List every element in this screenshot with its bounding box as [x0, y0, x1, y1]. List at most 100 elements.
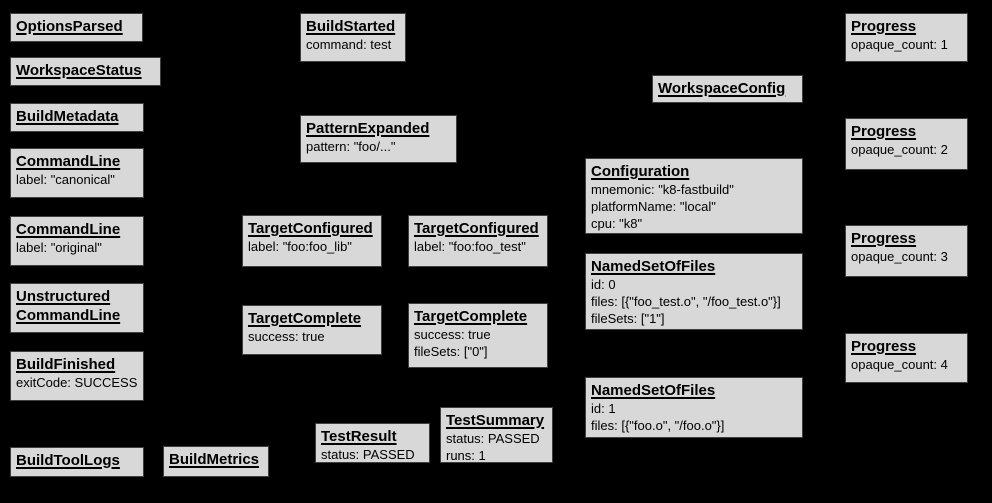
node-attribute: status: PASSED: [446, 431, 540, 446]
node-title: TargetConfigured: [414, 219, 542, 238]
node-title: TestSummary: [446, 411, 547, 430]
node-title-text: WorkspaceStatus: [16, 62, 142, 79]
node-attribute: fileSets: ["1"]: [591, 311, 665, 326]
node-attribute: success: true: [414, 327, 491, 342]
node-title-text: BuildFinished: [16, 356, 116, 373]
node-title-text: TestResult: [321, 428, 397, 445]
node-title-text: Unstructured: [16, 288, 111, 305]
node-title-text: Progress: [851, 18, 917, 35]
node-target-complete-foo-lib: TargetComplete success: true: [242, 305, 382, 355]
node-attribute: label: "foo:foo_test": [414, 239, 526, 254]
node-title-text: Progress: [851, 338, 917, 355]
node-options-parsed: OptionsParsed: [10, 13, 143, 42]
node-title-text: WorkspaceConfig: [658, 80, 786, 97]
node-title: BuildFinished: [16, 355, 138, 374]
node-attribute: mnemonic: "k8-fastbuild": [591, 182, 734, 197]
node-target-configured-foo-test: TargetConfigured label: "foo:foo_test": [408, 215, 548, 267]
node-attribute: label: "original": [16, 240, 102, 255]
node-title-text: Progress: [851, 123, 917, 140]
node-named-set-of-files-1: NamedSetOfFiles id: 1 files: [{"foo.o", …: [585, 377, 803, 438]
node-workspace-config: WorkspaceConfig: [652, 75, 803, 103]
node-title: Progress: [851, 337, 962, 356]
node-progress-3: Progress opaque_count: 3: [845, 225, 968, 277]
node-attribute: command: test: [306, 37, 392, 52]
node-title: Progress: [851, 229, 962, 248]
node-attribute: opaque_count: 3: [851, 249, 948, 264]
node-configuration: Configuration mnemonic: "k8-fastbuild" p…: [585, 158, 803, 234]
node-title: TargetComplete: [248, 309, 376, 328]
node-title-text: OptionsParsed: [16, 18, 123, 35]
node-title: WorkspaceStatus: [16, 61, 155, 80]
node-pattern-expanded: PatternExpanded pattern: "foo/...": [300, 115, 457, 163]
node-progress-1: Progress opaque_count: 1: [845, 13, 968, 62]
node-unstructured-command-line: Unstructured CommandLine: [10, 283, 144, 333]
node-test-summary: TestSummary status: PASSED runs: 1: [440, 407, 553, 463]
node-title: Unstructured CommandLine: [16, 287, 138, 325]
node-title-text: TargetComplete: [414, 308, 528, 325]
node-workspace-status: WorkspaceStatus: [10, 57, 161, 86]
node-title-text: CommandLine: [16, 307, 121, 324]
node-attribute: opaque_count: 1: [851, 37, 948, 52]
node-title-text: TargetConfigured: [414, 220, 539, 237]
node-title: Progress: [851, 122, 962, 141]
node-title: BuildStarted: [306, 17, 400, 36]
node-title: CommandLine: [16, 152, 138, 171]
node-attribute: files: [{"foo.o", "/foo.o"}]: [591, 418, 725, 433]
node-title: BuildMetrics: [169, 450, 263, 469]
node-title: CommandLine: [16, 220, 138, 239]
node-title-text: BuildToolLogs: [16, 452, 120, 469]
node-attribute: runs: 1: [446, 448, 486, 463]
node-title: BuildToolLogs: [16, 451, 138, 470]
node-title-text: TargetComplete: [248, 310, 362, 327]
node-attribute: id: 1: [591, 401, 616, 416]
node-attribute: platformName: "local": [591, 199, 716, 214]
node-title: NamedSetOfFiles: [591, 257, 797, 276]
node-title-text: TestSummary: [446, 412, 545, 429]
node-target-configured-foo-lib: TargetConfigured label: "foo:foo_lib": [242, 215, 382, 267]
node-title: BuildMetadata: [16, 107, 138, 126]
node-build-metadata: BuildMetadata: [10, 103, 144, 132]
node-test-result: TestResult status: PASSED: [315, 423, 430, 463]
node-progress-4: Progress opaque_count: 4: [845, 333, 968, 383]
node-attribute: label: "foo:foo_lib": [248, 239, 352, 254]
node-title-text: CommandLine: [16, 221, 121, 238]
node-title-text: PatternExpanded: [306, 120, 430, 137]
node-attribute: pattern: "foo/...": [306, 139, 396, 154]
node-attribute: exitCode: SUCCESS: [16, 375, 138, 390]
node-command-line-canonical: CommandLine label: "canonical": [10, 148, 144, 198]
node-title-text: Configuration: [591, 163, 690, 180]
node-title: NamedSetOfFiles: [591, 381, 797, 400]
node-build-tool-logs: BuildToolLogs: [10, 447, 144, 477]
node-attribute: opaque_count: 4: [851, 357, 948, 372]
node-attribute: success: true: [248, 329, 325, 344]
node-title: OptionsParsed: [16, 17, 137, 36]
node-title: Progress: [851, 17, 962, 36]
node-attribute: files: [{"foo_test.o", "/foo_test.o"}]: [591, 294, 781, 309]
node-named-set-of-files-0: NamedSetOfFiles id: 0 files: [{"foo_test…: [585, 253, 803, 330]
node-command-line-original: CommandLine label: "original": [10, 216, 144, 266]
node-title: Configuration: [591, 162, 797, 181]
node-title: WorkspaceConfig: [658, 79, 797, 98]
node-title-text: BuildMetrics: [169, 451, 260, 468]
node-attribute: status: PASSED: [321, 447, 415, 462]
node-attribute: label: "canonical": [16, 172, 115, 187]
node-build-finished: BuildFinished exitCode: SUCCESS: [10, 351, 144, 401]
node-title: TestResult: [321, 427, 424, 446]
node-build-started: BuildStarted command: test: [300, 13, 406, 62]
node-build-metrics: BuildMetrics: [163, 446, 269, 477]
node-title-text: TargetConfigured: [248, 220, 373, 237]
node-attribute: opaque_count: 2: [851, 142, 948, 157]
node-attribute: cpu: "k8": [591, 216, 643, 231]
node-target-complete-foo-test: TargetComplete success: true fileSets: […: [408, 303, 548, 368]
node-title-text: NamedSetOfFiles: [591, 258, 716, 275]
node-title: TargetComplete: [414, 307, 542, 326]
node-progress-2: Progress opaque_count: 2: [845, 118, 968, 170]
node-title-text: NamedSetOfFiles: [591, 382, 716, 399]
node-title: TargetConfigured: [248, 219, 376, 238]
node-attribute: id: 0: [591, 277, 616, 292]
node-title: PatternExpanded: [306, 119, 451, 138]
node-title-text: BuildMetadata: [16, 108, 119, 125]
node-title-text: BuildStarted: [306, 18, 396, 35]
node-attribute: fileSets: ["0"]: [414, 344, 488, 359]
